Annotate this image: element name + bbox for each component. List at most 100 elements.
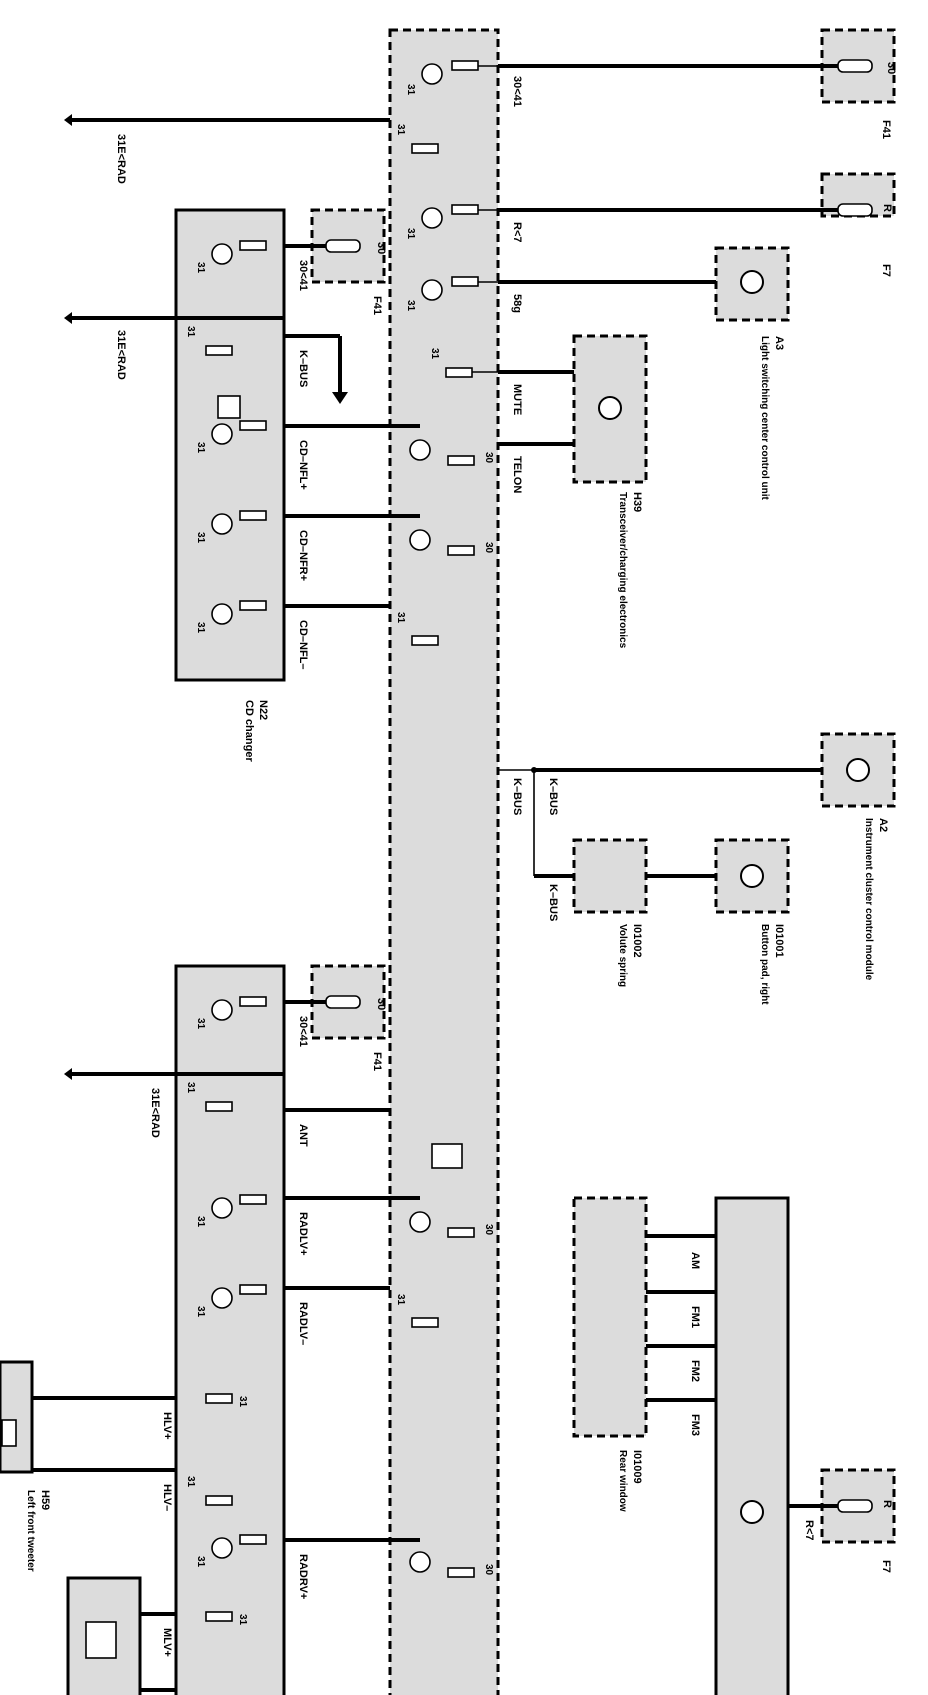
svg-text:R: R	[881, 204, 893, 212]
svg-text:K–BUS: K–BUS	[547, 778, 559, 815]
svg-text:R<7: R<7	[803, 1520, 815, 1541]
svg-text:30<41: 30<41	[297, 260, 309, 291]
svg-text:31: 31	[185, 1476, 196, 1488]
radio-driver-transistors	[411, 60, 498, 378]
svg-text:F7: F7	[880, 264, 892, 277]
svg-text:30: 30	[483, 452, 494, 464]
svg-text:Volute spring: Volute spring	[617, 924, 628, 987]
svg-text:31: 31	[395, 124, 406, 136]
svg-text:RADLV–: RADLV–	[297, 1302, 309, 1345]
svg-text:30: 30	[483, 1224, 494, 1236]
svg-text:Left front tweeter: Left front tweeter	[25, 1490, 36, 1572]
svg-text:58g: 58g	[511, 294, 523, 313]
svg-text:CD–NFL+: CD–NFL+	[297, 440, 309, 490]
svg-text:30<41: 30<41	[297, 1016, 309, 1047]
svg-text:CD changer: CD changer	[243, 700, 255, 762]
svg-text:TELON: TELON	[511, 456, 523, 493]
svg-text:K–BUS: K–BUS	[547, 884, 559, 921]
svg-text:I01009: I01009	[631, 1450, 643, 1484]
svg-text:Light switching center control: Light switching center control unit	[759, 336, 770, 501]
transceiver-h39: H39 Transceiver/charging electronics	[572, 334, 648, 649]
svg-text:CD–NFL–: CD–NFL–	[297, 620, 309, 670]
svg-text:HLV–: HLV–	[161, 1484, 173, 1511]
svg-text:F41: F41	[371, 296, 383, 315]
svg-text:31: 31	[195, 1216, 206, 1228]
instrument-cluster-a2: A2 Instrument cluster control module	[820, 732, 896, 981]
fuse-f41-cd: 30 F41	[310, 208, 387, 315]
svg-text:31: 31	[195, 532, 206, 544]
svg-text:Instrument cluster control mod: Instrument cluster control module	[863, 818, 874, 981]
svg-text:A2: A2	[877, 818, 889, 832]
svg-text:31: 31	[405, 228, 416, 240]
antenna-icon	[431, 1143, 463, 1169]
svg-text:CD–NFR+: CD–NFR+	[297, 530, 309, 581]
svg-text:31E<RAD: 31E<RAD	[115, 134, 127, 184]
svg-text:31: 31	[405, 300, 416, 312]
svg-text:K–BUS: K–BUS	[511, 778, 523, 815]
svg-text:I01001: I01001	[773, 924, 785, 958]
svg-text:30: 30	[375, 242, 387, 254]
svg-text:ANT: ANT	[297, 1124, 309, 1147]
svg-text:K–BUS: K–BUS	[297, 350, 309, 387]
svg-text:FM3: FM3	[689, 1414, 701, 1436]
svg-text:F7: F7	[880, 1560, 892, 1573]
svg-text:F41: F41	[880, 120, 892, 139]
svg-text:I01002: I01002	[631, 924, 643, 958]
button-pad-i01001: I01001 Button pad, right	[714, 838, 790, 1005]
svg-text:31: 31	[195, 622, 206, 634]
amplifier-transistors	[205, 996, 475, 1622]
svg-text:31E<RAD: 31E<RAD	[115, 330, 127, 380]
svg-text:30<41: 30<41	[511, 76, 523, 107]
svg-text:31: 31	[185, 326, 196, 338]
svg-text:31: 31	[185, 1082, 196, 1094]
svg-text:H59: H59	[39, 1490, 51, 1510]
svg-text:R: R	[881, 1500, 893, 1508]
svg-text:Transceiver/charging electroni: Transceiver/charging electronics	[617, 492, 628, 649]
svg-text:Button pad, right: Button pad, right	[759, 924, 770, 1005]
svg-text:31: 31	[195, 262, 206, 274]
svg-text:AM: AM	[689, 1252, 701, 1269]
svg-text:F41: F41	[371, 1052, 383, 1071]
svg-text:H39: H39	[631, 492, 643, 512]
svg-text:MLV+: MLV+	[161, 1628, 173, 1657]
svg-text:A3: A3	[773, 336, 785, 350]
svg-text:MUTE: MUTE	[511, 384, 523, 415]
svg-text:FM2: FM2	[689, 1360, 701, 1382]
svg-text:RADLV+: RADLV+	[297, 1212, 309, 1256]
svg-text:R<7: R<7	[511, 222, 523, 243]
midrange-speaker	[66, 1576, 142, 1695]
svg-text:31: 31	[237, 1614, 248, 1626]
svg-text:HLV+: HLV+	[161, 1412, 173, 1440]
svg-text:31: 31	[195, 1018, 206, 1030]
svg-text:31: 31	[195, 442, 206, 454]
svg-text:31: 31	[395, 612, 406, 624]
fuse-f41-top: 30 F41	[820, 28, 897, 139]
radio-unit	[388, 28, 500, 1695]
svg-text:30: 30	[375, 998, 387, 1010]
svg-text:30: 30	[885, 62, 897, 74]
cd-changer-transistors	[205, 240, 475, 646]
svg-text:N22: N22	[257, 700, 269, 720]
svg-text:31: 31	[237, 1396, 248, 1408]
svg-text:31E<RAD: 31E<RAD	[149, 1088, 161, 1138]
rear-window-i01009: I01009 Rear window	[572, 1196, 648, 1512]
svg-text:31: 31	[395, 1294, 406, 1306]
fuse-f7-top: R F7	[820, 172, 896, 277]
svg-text:Rear window: Rear window	[617, 1450, 628, 1512]
fuse-f41-amp: 30 F41	[310, 964, 387, 1071]
volute-spring-i01002: I01002 Volute spring	[572, 838, 648, 987]
amplifier-unit	[174, 964, 286, 1695]
svg-text:30: 30	[483, 542, 494, 554]
light-switching-center-a3: A3 Light switching center control unit	[714, 246, 790, 501]
fuse-f7-bottom: R F7	[820, 1468, 896, 1573]
svg-text:30: 30	[483, 1564, 494, 1576]
antenna-amplifier	[714, 1196, 790, 1695]
left-front-tweeter-h59: H59 Left front tweeter	[0, 1360, 51, 1572]
svg-text:31: 31	[405, 84, 416, 96]
svg-text:RADRV+: RADRV+	[297, 1554, 309, 1599]
svg-text:FM1: FM1	[689, 1306, 701, 1328]
svg-text:31: 31	[195, 1556, 206, 1568]
svg-text:31: 31	[195, 1306, 206, 1318]
svg-text:31: 31	[429, 348, 440, 360]
